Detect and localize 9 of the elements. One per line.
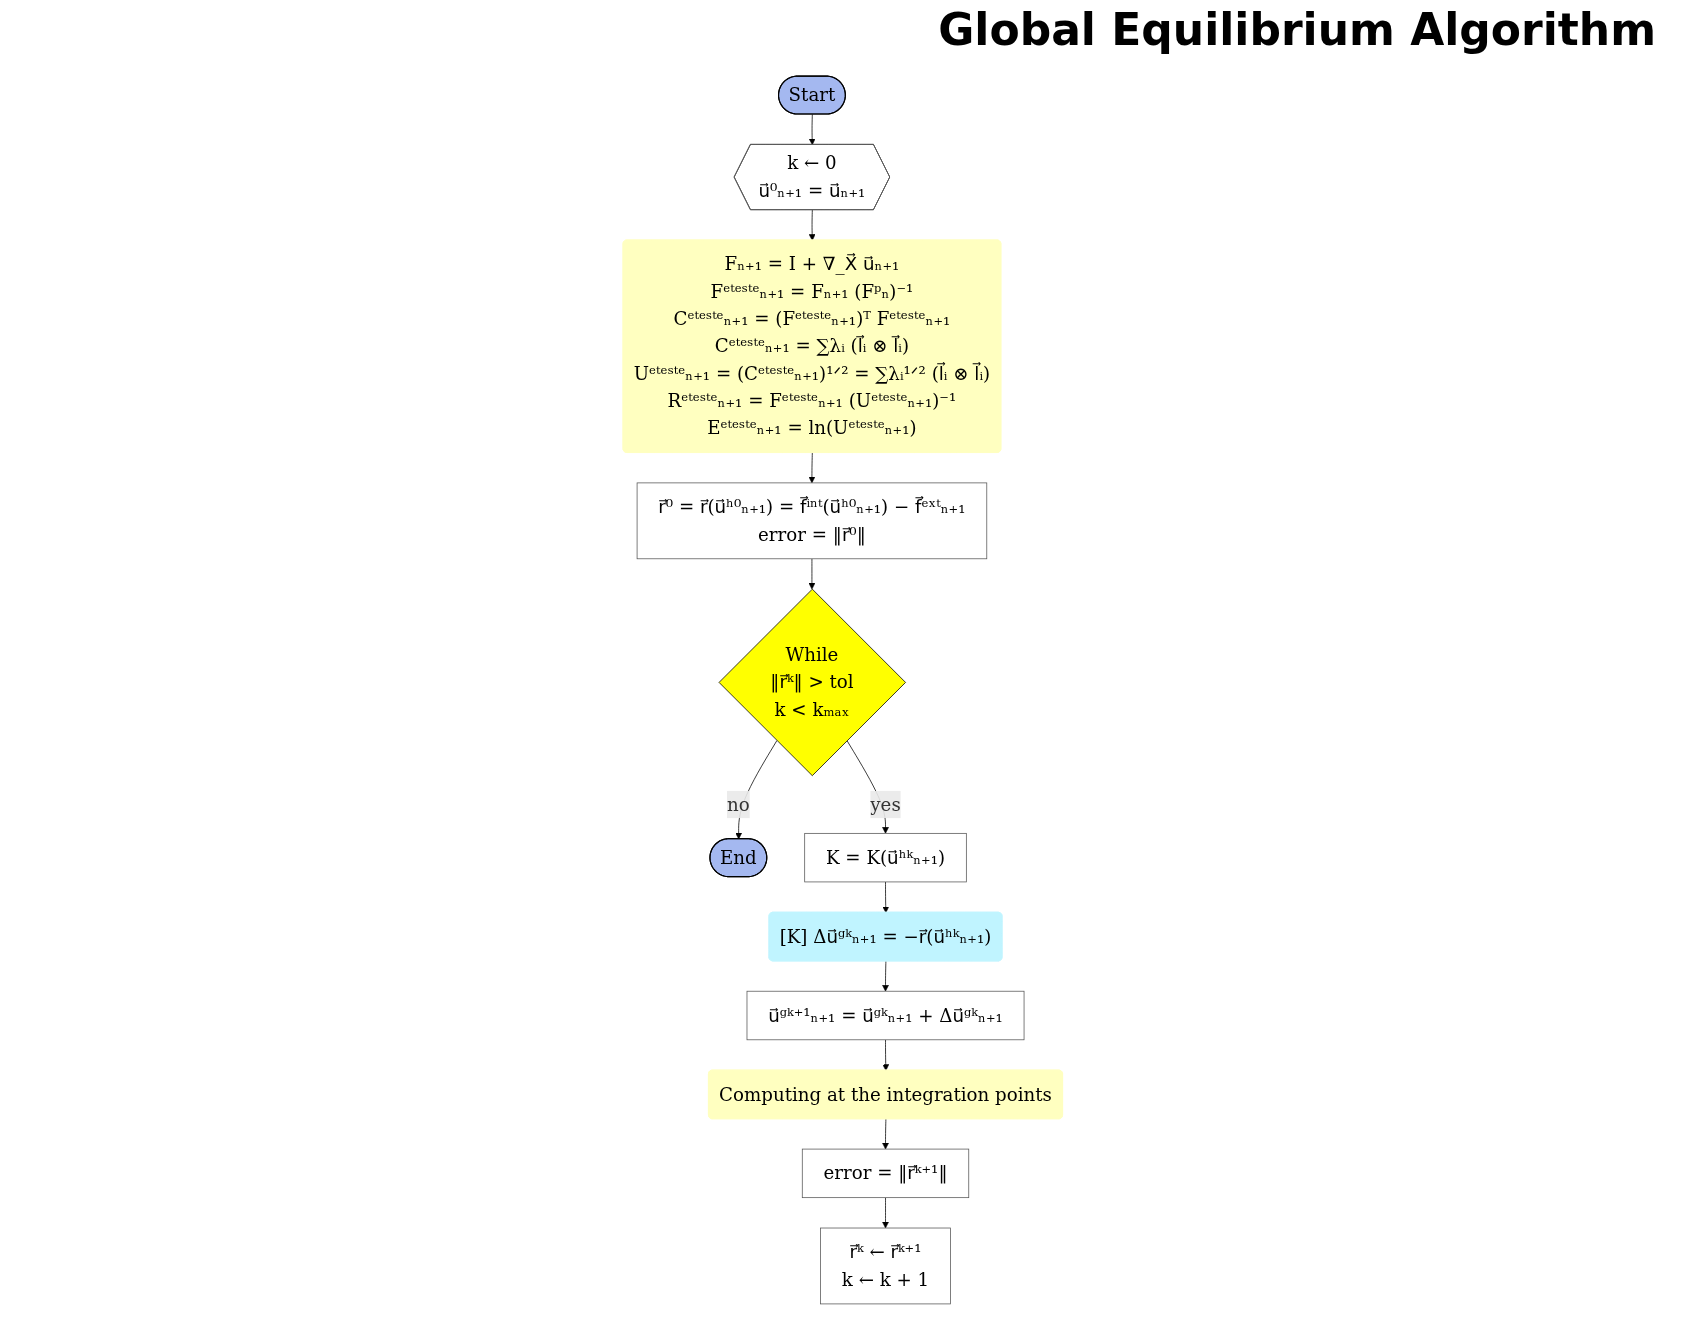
node-box: u⃗ᵍᵏ⁺¹ₙ₊₁ = u⃗ᵍᵏₙ₊₁ + Δu⃗ᵍᵏₙ₊₁ [746,990,1025,1041]
node-box: r⃗ᵏ ← r⃗ᵏ⁺¹ k ← k + 1 [820,1227,951,1305]
diagram-title: Global Equilibrium Algorithm [938,4,1656,55]
edge-label: yes [870,793,901,816]
node-box: error = ‖r⃗ᵏ⁺¹‖ [802,1148,970,1199]
node-box: K = K(u⃗ʰᵏₙ₊₁) [804,833,967,883]
node-diamond: While ‖r⃗ᵏ‖ > tol k < kₘₐₓ [718,588,907,777]
edge-label: no [727,793,750,816]
node-box: r⃗⁰ = r⃗(u⃗ʰ⁰ₙ₊₁) = f⃗ⁱⁿᵗ(u⃗ʰ⁰ₙ₊₁) − f⃗ᵉˣᵗₙ₊₁ error = ‖r⃗⁰‖ [636,482,988,560]
